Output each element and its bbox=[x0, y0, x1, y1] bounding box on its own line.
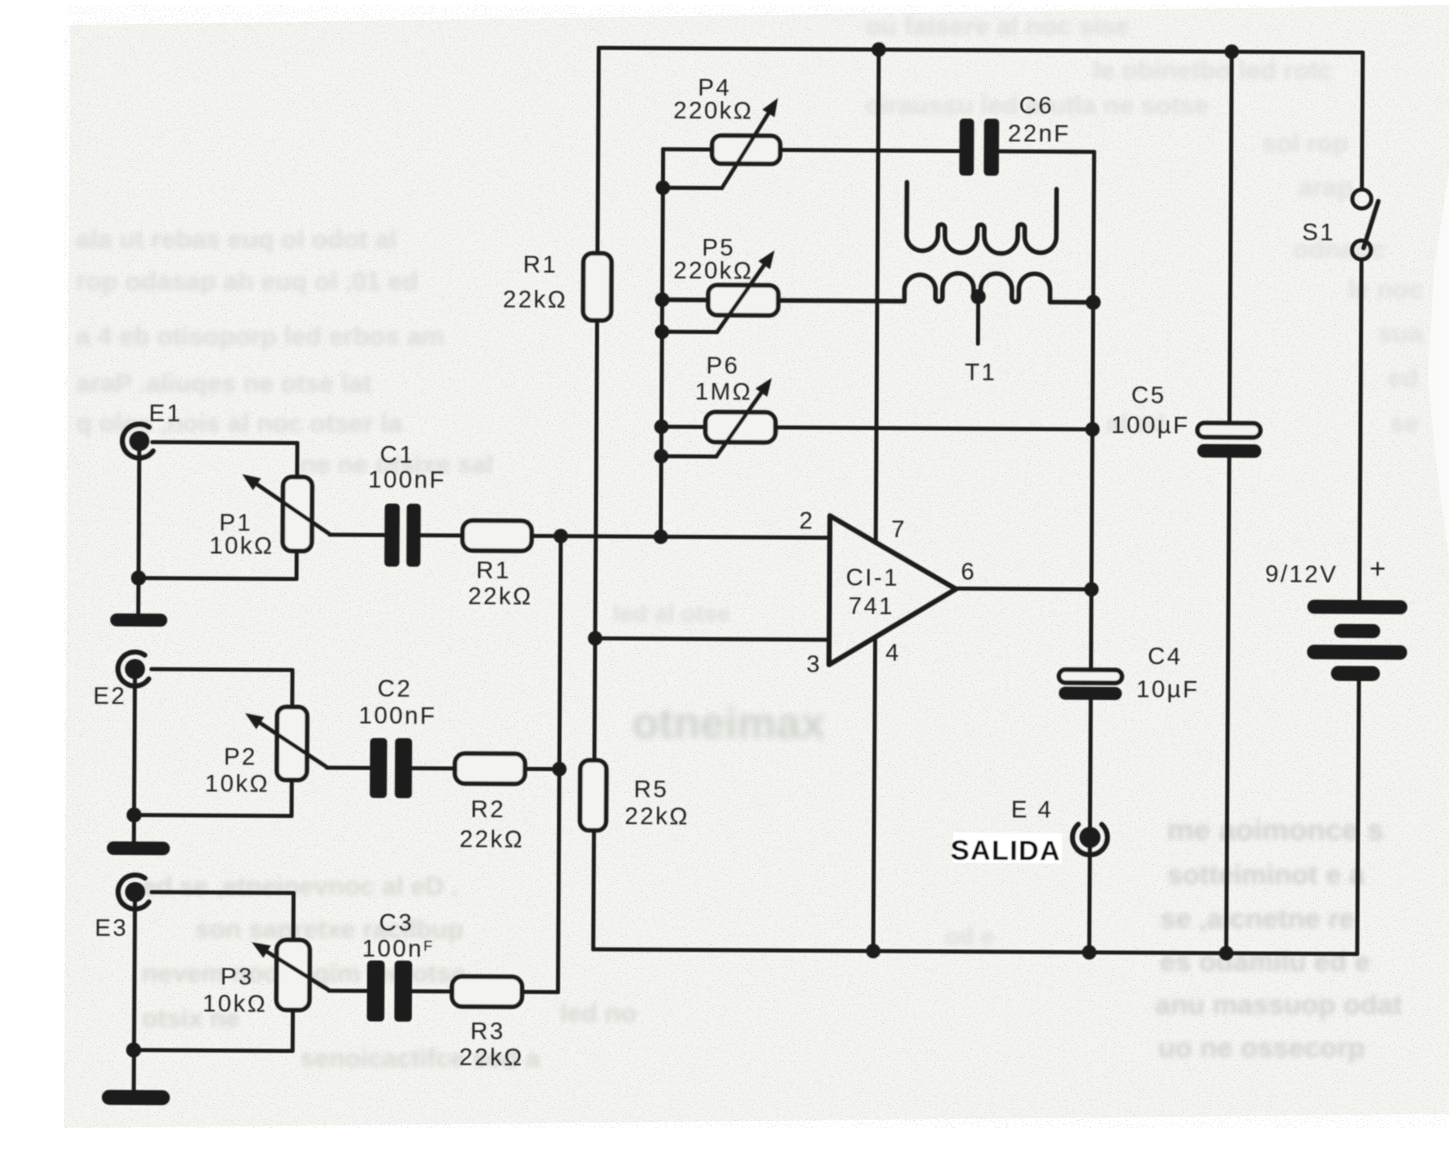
svg-text:6: 6 bbox=[961, 559, 975, 586]
svg-text:otneimax: otneimax bbox=[632, 699, 826, 748]
svg-text:me aoimonce s: me aoimonce s bbox=[1167, 814, 1384, 847]
svg-text:oiraussu led arutla ne sotse: oiraussu led arutla ne sotse bbox=[865, 90, 1209, 120]
svg-text:araP .aliuqes ne otse lat: araP .aliuqes ne otse lat bbox=[76, 368, 372, 398]
svg-text:10µF: 10µF bbox=[1136, 676, 1199, 703]
svg-text:P2: P2 bbox=[224, 744, 258, 771]
svg-text:10kΩ: 10kΩ bbox=[205, 770, 270, 797]
svg-text:es odamilu ed e: es odamilu ed e bbox=[1160, 946, 1370, 977]
svg-text:741: 741 bbox=[848, 593, 894, 620]
svg-text:se ,aicnetne re: se ,aicnetne re bbox=[1160, 903, 1355, 934]
svg-text:sua: sua bbox=[1378, 318, 1423, 348]
svg-text:22kΩ: 22kΩ bbox=[625, 803, 690, 830]
svg-text:SALIDA: SALIDA bbox=[951, 835, 1061, 867]
svg-text:10kΩ: 10kΩ bbox=[209, 532, 274, 559]
svg-text:R1: R1 bbox=[523, 251, 558, 278]
svg-text:T1: T1 bbox=[965, 359, 997, 386]
svg-text:uo ne ossecorp: uo ne ossecorp bbox=[1158, 1032, 1365, 1063]
svg-text:R3: R3 bbox=[470, 1018, 505, 1045]
svg-text:220kΩ: 220kΩ bbox=[673, 97, 753, 124]
svg-text:4: 4 bbox=[885, 640, 899, 667]
svg-text:C5: C5 bbox=[1131, 382, 1166, 409]
svg-text:P4: P4 bbox=[698, 74, 732, 101]
svg-text:ala ut rebas euq ol odot al: ala ut rebas euq ol odot al bbox=[76, 224, 397, 254]
svg-text:al ed: al ed bbox=[1106, 408, 1165, 438]
svg-text:R5: R5 bbox=[634, 776, 669, 803]
svg-text:CI-1: CI-1 bbox=[846, 564, 900, 591]
svg-text:1MΩ: 1MΩ bbox=[695, 378, 752, 405]
svg-text:ou fatsere al noc sise: ou fatsere al noc sise bbox=[865, 11, 1129, 41]
svg-text:100nF: 100nF bbox=[368, 466, 446, 493]
svg-text:100nF: 100nF bbox=[362, 935, 435, 962]
svg-text:2: 2 bbox=[799, 508, 813, 535]
svg-text:E 4: E 4 bbox=[1011, 796, 1053, 823]
svg-text:3: 3 bbox=[806, 651, 820, 678]
svg-text:220kΩ: 220kΩ bbox=[673, 257, 753, 284]
svg-text:P6: P6 bbox=[706, 352, 740, 379]
svg-text:22kΩ: 22kΩ bbox=[460, 826, 525, 853]
svg-text:100µF: 100µF bbox=[1111, 412, 1190, 439]
svg-text:E1: E1 bbox=[149, 400, 183, 427]
svg-text:7: 7 bbox=[891, 516, 905, 543]
svg-text:22kΩ: 22kΩ bbox=[459, 1044, 524, 1071]
svg-text:se: se bbox=[1390, 408, 1419, 438]
svg-text:C3: C3 bbox=[379, 910, 414, 937]
svg-text:rop odasap ah euq ol ,01 ed: rop odasap ah euq ol ,01 ed bbox=[76, 266, 418, 296]
svg-text:ed se ,etneinevnoc al eD .: ed se ,etneinevnoc al eD . bbox=[142, 871, 458, 901]
svg-text:22kΩ: 22kΩ bbox=[468, 583, 533, 610]
svg-text:C4: C4 bbox=[1148, 643, 1183, 670]
svg-text:led no: led no bbox=[560, 998, 637, 1028]
svg-text:P3: P3 bbox=[220, 964, 254, 991]
svg-text:q olos ,nois al noc otser la: q olos ,nois al noc otser la bbox=[76, 408, 403, 438]
svg-text:R2: R2 bbox=[471, 796, 506, 823]
svg-text:S1: S1 bbox=[1302, 219, 1336, 246]
svg-text:ed: ed bbox=[1388, 363, 1418, 393]
svg-text:a 4 eb otisoporp led erbos am: a 4 eb otisoporp led erbos am bbox=[76, 321, 444, 351]
svg-text:10kΩ: 10kΩ bbox=[203, 990, 268, 1017]
svg-text:C6: C6 bbox=[1019, 92, 1054, 119]
svg-text:P5: P5 bbox=[702, 234, 736, 261]
svg-text:22kΩ: 22kΩ bbox=[503, 286, 568, 313]
svg-text:22nF: 22nF bbox=[1008, 120, 1071, 147]
svg-text:led al otse: led al otse bbox=[613, 601, 730, 628]
svg-text:E2: E2 bbox=[93, 683, 127, 710]
svg-text:sol rop: sol rop bbox=[1262, 128, 1349, 158]
svg-text:sotteiminot e a: sotteiminot e a bbox=[1167, 859, 1365, 890]
svg-text:otsix ne: otsix ne bbox=[142, 1003, 240, 1033]
svg-text:arap: arap bbox=[1298, 172, 1353, 202]
svg-text:senoicactifce sod a: senoicactifce sod a bbox=[300, 1043, 540, 1073]
svg-text:le obinetbo led rotc: le obinetbo led rotc bbox=[1093, 55, 1333, 85]
svg-text:E3: E3 bbox=[95, 915, 129, 942]
svg-text:R1: R1 bbox=[476, 557, 511, 584]
svg-text:od e: od e bbox=[945, 924, 994, 951]
svg-text:100nF: 100nF bbox=[359, 702, 437, 729]
svg-text:C2: C2 bbox=[377, 675, 412, 702]
svg-text:son sanretxe racilbup: son sanretxe racilbup bbox=[195, 914, 464, 944]
svg-text:ne ne otsixe sal: ne ne otsixe sal bbox=[300, 449, 494, 479]
svg-text:9/12V: 9/12V bbox=[1265, 561, 1338, 588]
svg-text:+: + bbox=[1369, 553, 1388, 584]
svg-text:P1: P1 bbox=[219, 510, 253, 537]
svg-text:C1: C1 bbox=[380, 442, 415, 469]
svg-text:anu massuop odat: anu massuop odat bbox=[1155, 989, 1402, 1020]
